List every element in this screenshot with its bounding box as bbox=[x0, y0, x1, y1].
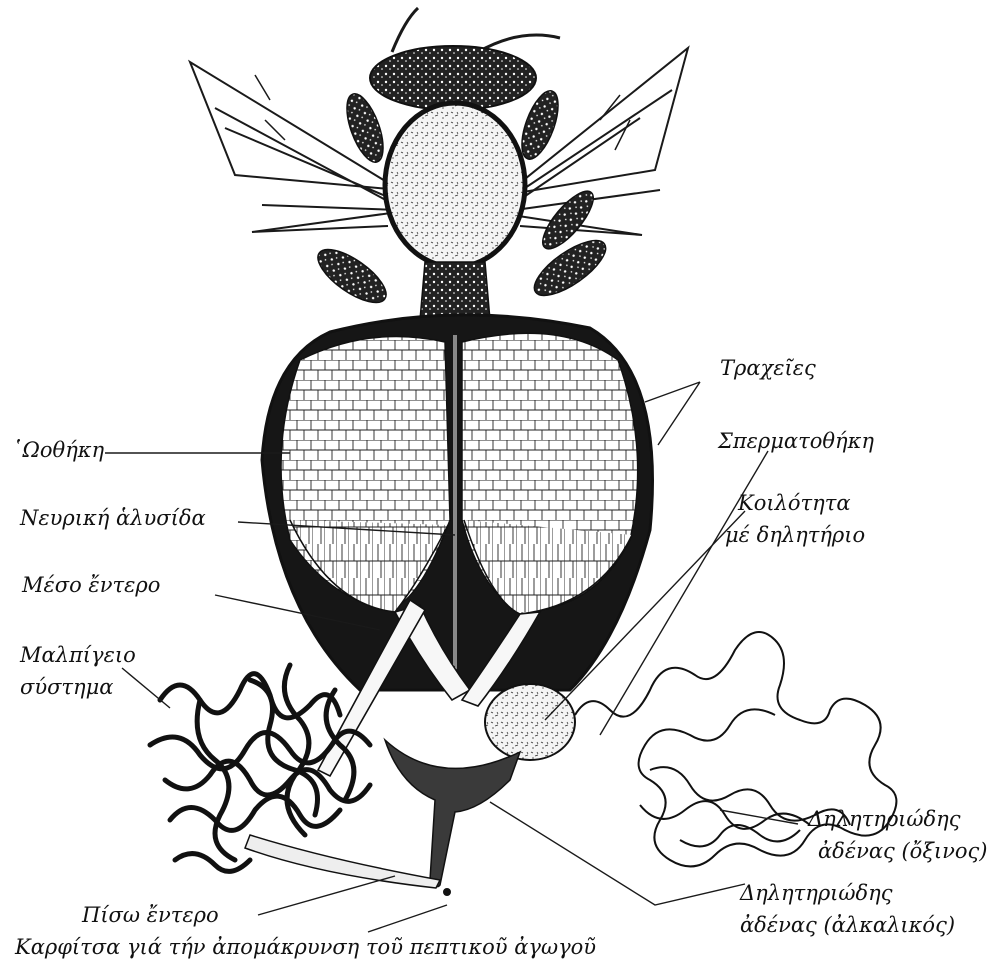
label-acid-gland-2: ἀδένας (ὄξινος) bbox=[818, 838, 987, 864]
label-ovary: ῾Ωοθήκη bbox=[12, 437, 104, 463]
label-pin-caption: Καρφίτσα γιά τήν ἀπομάκρυνση τοῦ πεπτικο… bbox=[15, 934, 596, 960]
leader-tracheae bbox=[645, 382, 700, 445]
label-tracheae: Τραχεῖες bbox=[720, 355, 816, 381]
venom-reservoir bbox=[485, 684, 575, 760]
label-midgut: Μέσο ἔντερο bbox=[22, 572, 160, 598]
label-venom-reservoir-1: Κοιλότητα bbox=[738, 490, 851, 516]
pin-head bbox=[443, 888, 451, 896]
label-malpighian-1: Μαλπίγειο bbox=[20, 642, 136, 668]
antennae bbox=[392, 8, 560, 52]
leader-hindgut bbox=[258, 876, 395, 915]
label-acid-gland-1: Δηλητηριώδης bbox=[808, 806, 961, 832]
label-malpighian-2: σύστημα bbox=[20, 674, 113, 700]
leader-acid-gland bbox=[720, 810, 798, 824]
leader-malpighian bbox=[122, 668, 170, 708]
label-spermatheca: Σπερματοθήκη bbox=[718, 428, 874, 454]
sting-base bbox=[385, 740, 520, 887]
label-alkaline-gland-2: ἀδένας (ἀλκαλικός) bbox=[740, 912, 955, 938]
label-hindgut: Πίσω ἔντερο bbox=[82, 902, 219, 928]
head bbox=[370, 46, 536, 110]
hindgut bbox=[245, 835, 440, 888]
label-alkaline-gland-1: Δηλητηριώδης bbox=[740, 880, 893, 906]
leader-pin bbox=[368, 905, 447, 932]
leader-alkaline-gland bbox=[490, 802, 745, 905]
thorax bbox=[385, 103, 525, 267]
waist bbox=[420, 262, 490, 320]
label-venom-reservoir-2: μέ δηλητήριο bbox=[725, 522, 865, 548]
label-nerve-cord: Νευρική ἁλυσίδα bbox=[20, 505, 206, 531]
